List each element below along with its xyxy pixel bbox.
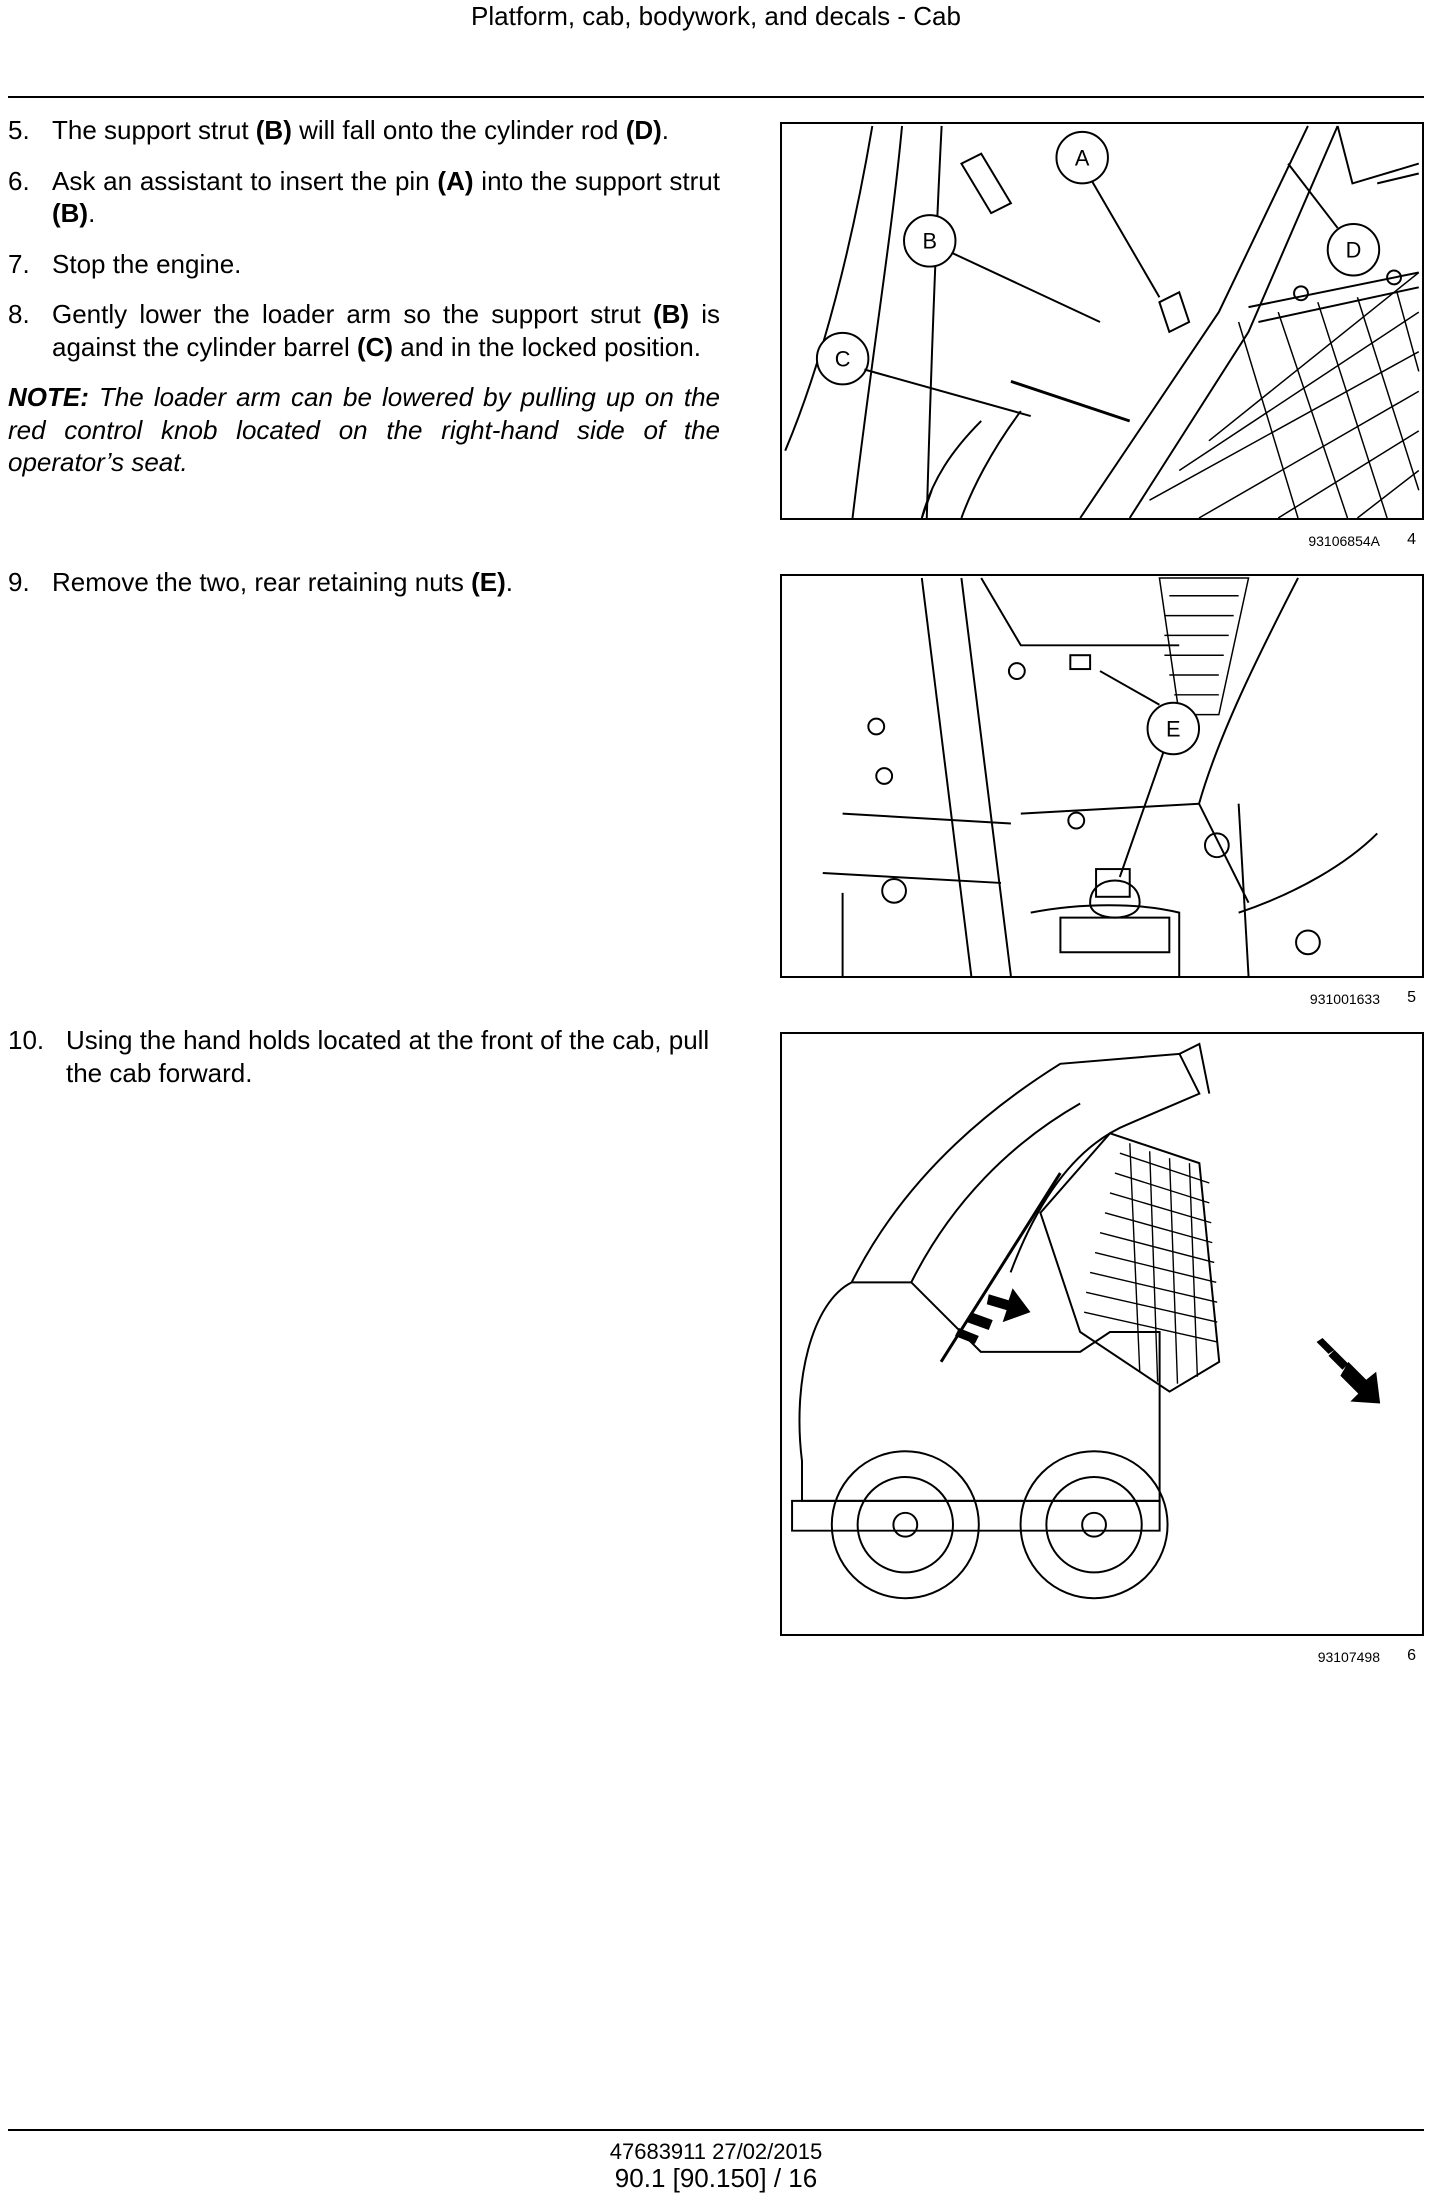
step-10: 10. Using the hand holds located at the …	[8, 1025, 710, 1088]
steps-block-1: 5. The support strut (B) will fall onto …	[8, 114, 720, 479]
step-9: 9. Remove the two, rear retaining nuts (…	[8, 567, 514, 597]
figure-6-cab-forward-illustration	[780, 1032, 1424, 1636]
callout-B: B	[922, 229, 937, 254]
callout-C: C	[835, 347, 851, 372]
step-6: 6. Ask an assistant to insert the pin (A…	[8, 165, 720, 229]
page-header: Platform, cab, bodywork, and decals - Ca…	[471, 1, 961, 31]
figure-5-nut-illustration: E	[780, 574, 1424, 978]
footer-rule	[8, 2129, 1424, 2131]
step-8: 8. Gently lower the loader arm so the su…	[8, 299, 720, 362]
page-number: 90.1 [90.150] / 16	[614, 2163, 818, 2193]
step-5: 5. The support strut (B) will fall onto …	[8, 115, 670, 145]
header-rule	[8, 96, 1424, 98]
doc-number-date: 47683911 27/02/2015	[609, 2139, 823, 2164]
figure-4-strut-illustration: A B C D	[780, 122, 1424, 520]
callout-E: E	[1166, 716, 1181, 741]
note: NOTE: The loader arm can be lowered by p…	[8, 382, 720, 477]
callout-D: D	[1346, 238, 1362, 263]
step-7: 7. Stop the engine.	[8, 248, 242, 279]
callout-A: A	[1075, 146, 1090, 171]
